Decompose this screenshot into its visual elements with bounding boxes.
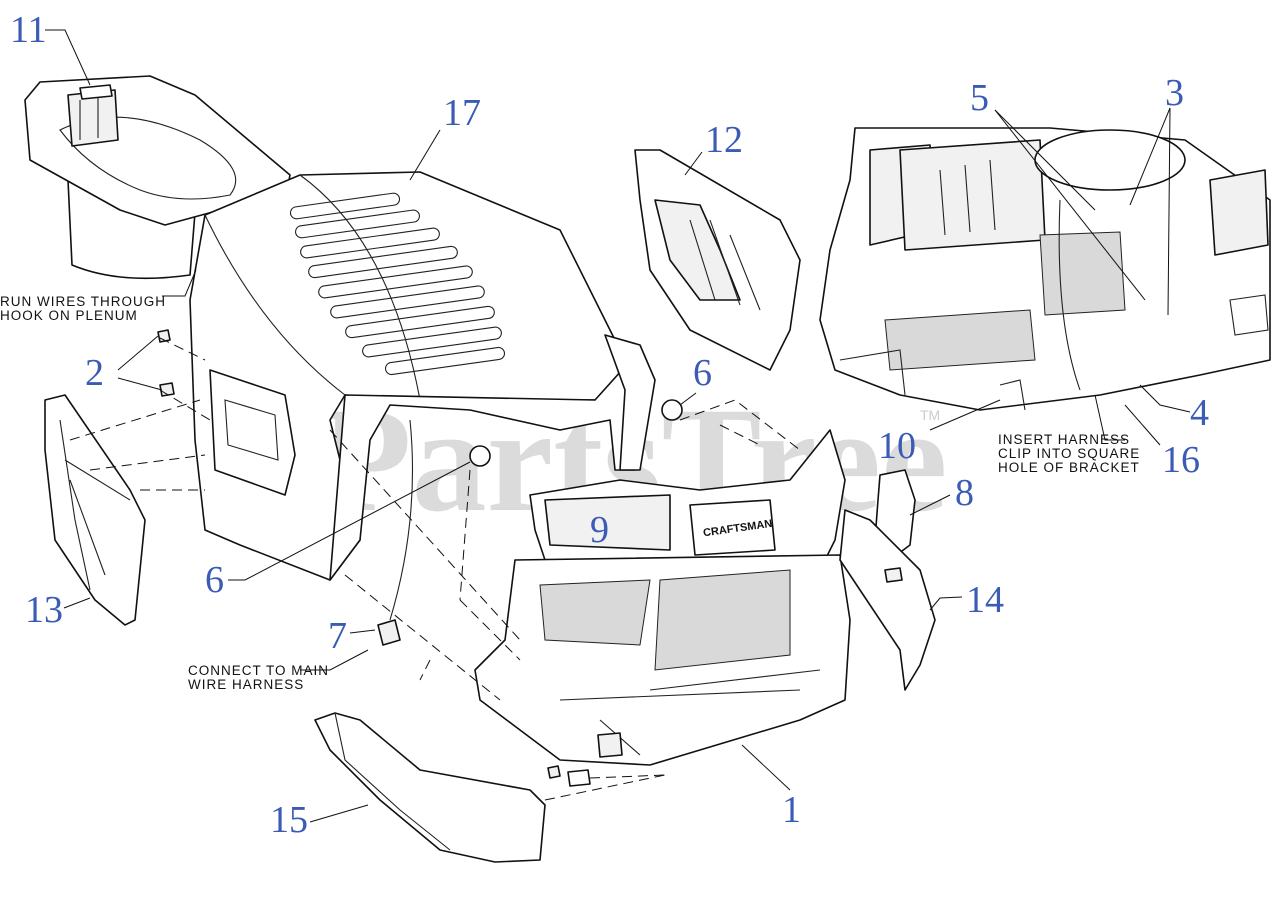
part-1-front-base[interactable] [474, 554, 851, 766]
callout-7: 7 [328, 615, 347, 657]
part-15-bumper[interactable] [314, 712, 546, 863]
watermark-trademark: TM [920, 407, 940, 423]
leader-lines [45, 29, 1191, 823]
callout-15: 15 [270, 799, 308, 841]
callout-12: 12 [705, 119, 743, 161]
callout-numbers: 11 17 12 5 3 2 6 4 10 16 8 9 6 14 13 7 1… [10, 9, 1209, 841]
callout-4: 4 [1190, 392, 1209, 434]
callout-16: 16 [1162, 439, 1200, 481]
note-connect-line2: WIRE HARNESS [188, 677, 304, 692]
callout-13: 13 [25, 589, 63, 631]
bumper-fasteners [547, 765, 591, 787]
part-9-grille-frame[interactable]: CRAFTSMAN [529, 429, 846, 586]
part-2-screws[interactable] [157, 329, 175, 397]
note-connect-line1: CONNECT TO MAIN [188, 663, 329, 678]
part-7-connector[interactable] [377, 419, 414, 646]
callout-9: 9 [590, 509, 609, 551]
note-run-wires-line2: HOOK ON PLENUM [0, 308, 138, 323]
callout-10: 10 [878, 425, 916, 467]
callout-3: 3 [1165, 72, 1184, 114]
callout-6-lower: 6 [205, 559, 224, 601]
part-17-hood[interactable] [189, 171, 656, 581]
callout-1: 1 [782, 789, 801, 831]
callout-5: 5 [970, 77, 989, 119]
assembly-notes: RUN WIRES THROUGH HOOK ON PLENUM CONNECT… [0, 294, 1140, 692]
part-12-side-trim[interactable] [634, 149, 801, 371]
callout-14: 14 [966, 579, 1004, 621]
callout-11: 11 [10, 9, 47, 51]
note-insert-line2: CLIP INTO SQUARE [998, 446, 1140, 461]
part-11-plenum[interactable] [24, 75, 291, 280]
part-14-right-panel[interactable] [839, 509, 936, 691]
note-insert-line1: INSERT HARNESS [998, 432, 1130, 447]
part-13-left-panel[interactable] [44, 394, 146, 626]
assembly-dash-lines [69, 337, 801, 801]
callout-8: 8 [955, 472, 974, 514]
note-insert-line3: HOLE OF BRACKET [998, 460, 1140, 475]
hood-vent-slots [289, 192, 506, 376]
assembled-front-inset [819, 127, 1271, 411]
note-run-wires-line1: RUN WIRES THROUGH [0, 294, 166, 309]
callout-6-upper: 6 [693, 352, 712, 394]
callout-17: 17 [443, 92, 481, 134]
part-6-plugs[interactable] [469, 399, 683, 467]
callout-2: 2 [85, 352, 104, 394]
